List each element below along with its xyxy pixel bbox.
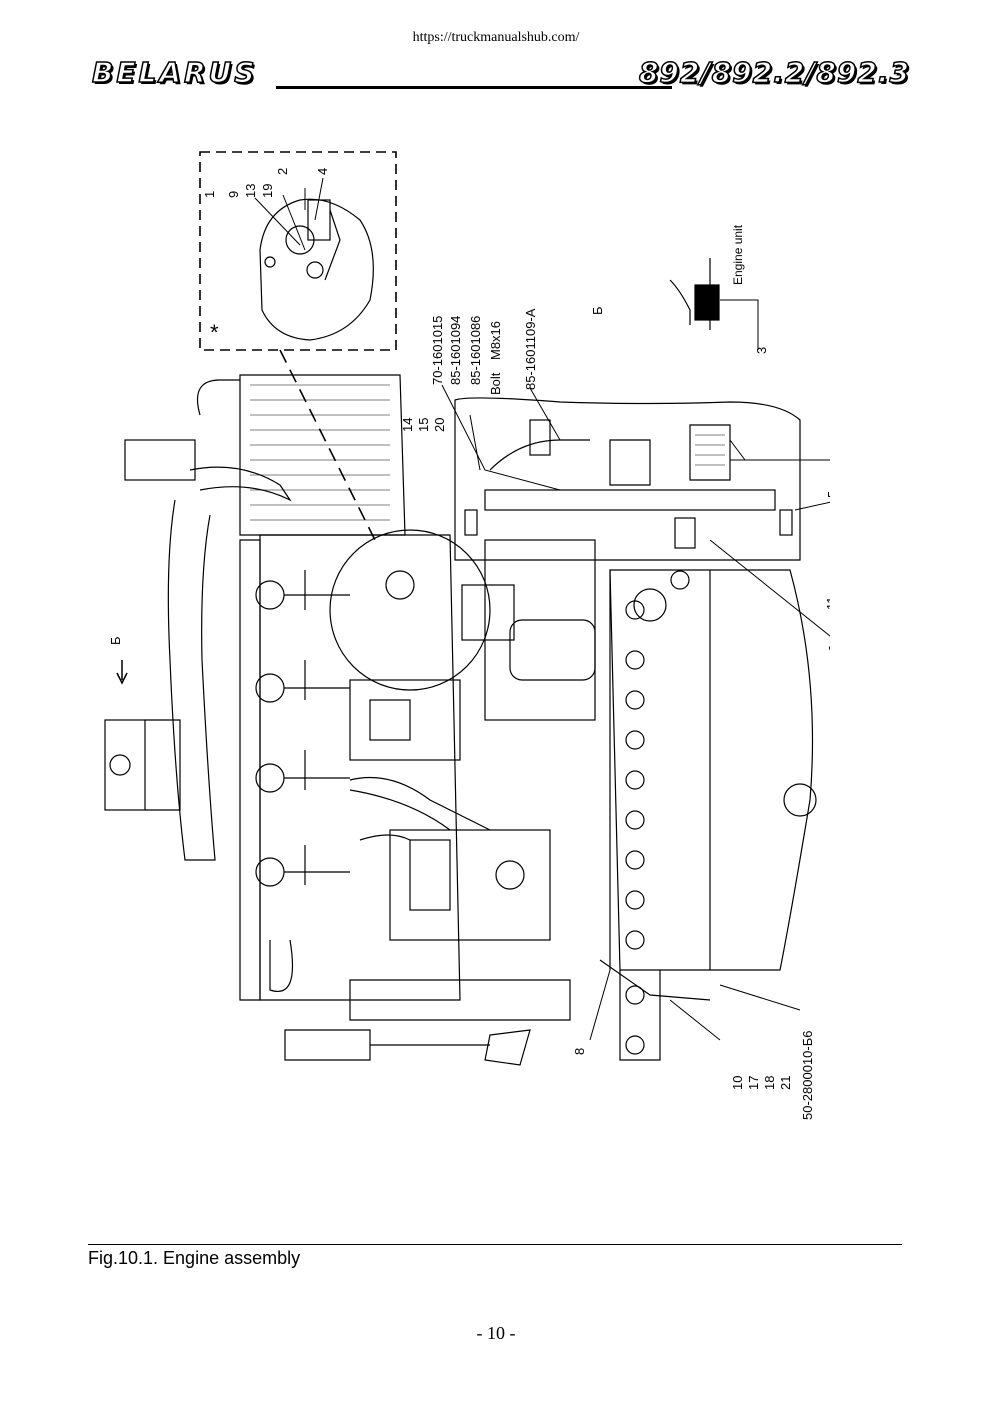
callout-8: 8: [572, 1048, 587, 1055]
callout-20: 20: [432, 418, 447, 432]
part-85-1601086: 85-1601086: [468, 316, 483, 385]
callout-10: 10: [730, 1076, 745, 1090]
callout-15: 15: [416, 418, 431, 432]
source-url: https://truckmanualshub.com/: [412, 30, 580, 45]
callout-18: 18: [762, 1076, 777, 1090]
callout-4: 4: [315, 168, 330, 175]
bolt-size: M8x16: [488, 321, 503, 360]
callout-9: 9: [226, 191, 241, 198]
view-b-label: Б: [590, 306, 605, 315]
callout-13: 13: [243, 184, 258, 198]
callout-17: 17: [746, 1076, 761, 1090]
engine-unit-label: Engine unit: [731, 224, 745, 285]
callout-2: 2: [275, 168, 290, 175]
caption-rule: [88, 1244, 902, 1245]
part-85-1601109-a: 85-1601109-A: [523, 308, 538, 390]
bolt-label: Bolt: [488, 372, 503, 395]
detail-star: *: [210, 320, 219, 345]
model-number: 892/892.2/892.3: [638, 55, 910, 90]
callout-14: 14: [400, 418, 415, 432]
engine-assembly-drawing: 1 9 13 19 2 4 * 70-1601015 85-1601094 85…: [104, 151, 830, 1121]
page-number: - 10 -: [476, 1323, 516, 1343]
part-70-1601015: 70-1601015: [430, 316, 445, 385]
detail-box: [199, 151, 397, 351]
callout-5: 5: [825, 491, 830, 498]
part-50-2800010-b6: 50-2800010-Б6: [800, 1031, 815, 1121]
callout-11: 11: [824, 597, 830, 611]
callout-19: 19: [260, 184, 275, 198]
callout-1: 1: [202, 191, 217, 198]
callout-6: 6: [826, 645, 830, 652]
part-85-1601094: 85-1601094: [448, 316, 463, 385]
callout-21-b: 21: [778, 1076, 793, 1090]
header-rule: [276, 86, 672, 89]
brand-logo: BELARUS: [91, 55, 258, 90]
arrow-b-label: Б: [108, 636, 123, 645]
figure-caption: Fig.10.1. Engine assembly: [88, 1248, 301, 1268]
callout-3: 3: [754, 347, 769, 354]
